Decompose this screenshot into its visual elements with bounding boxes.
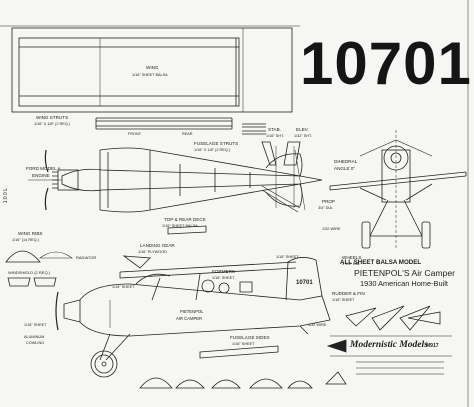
title-block [326,335,452,375]
prop-sub-label: 3/4" DIA. [318,206,334,210]
title-line-1: ALL SHEET BALSA MODEL [340,259,422,266]
cowling-label: COWLING [26,341,45,345]
side-registration: 10701 [296,280,313,286]
fuselage-struts-label: FUSELAGE STRUTS [194,141,239,146]
elev-label: ELEV. [296,127,309,132]
registration-number: 10701 [300,30,472,97]
fuselage-struts-sub-label: 1/16" X 1/8" (2 REQ.) [194,148,231,152]
propeller-top-view [44,149,49,211]
front-label: FRONT [128,132,142,136]
engine-label: ENGINE [32,173,50,178]
stab-label: STAB. [268,127,281,132]
formers-label: FORMERS [212,269,235,274]
pietenpol-side-label: PIETENPOL [180,309,204,314]
fuselage-sides-sub-label: 1/16" SHEET [232,342,255,346]
landing-gear-label: LANDING GEAR [140,243,175,248]
stabilizer-elevator [261,141,301,213]
front-view [329,130,467,250]
landing-gear-sub-label: 1/16" PLYWOOD [138,250,167,254]
small-sheet-label: 1/16" SHEET [24,323,47,327]
prop-label: PROP [322,199,336,204]
brand-name: Modernistic Models [350,340,428,350]
rear-label: REAR [182,132,193,136]
top-deck-sub-label: 1/16" SHEET BALSA [162,224,198,228]
rudder-fin-label: RUDDER & FIN [332,291,365,296]
side-view [55,257,331,378]
elev-sub-label: 1/32" SHT. [294,134,313,138]
wing-struts [95,117,233,130]
wire2-label: 1/32 WIRE [308,323,327,327]
aluminum-label: ALUMINUM [24,335,45,339]
title-line-2: PIETENPOL'S Air Camper [354,268,455,278]
parts-cutouts [5,225,441,389]
wing-ribs-label: WING RIBS [18,231,43,236]
fuselage-top-view [28,147,323,213]
radiator-label: RADIATOR [76,255,97,260]
dihedral-label: DIHEDRAL [334,159,358,164]
stab-sub-label: 1/16" SHT. [266,134,285,138]
windshield-label: WINDSHIELD (2 REQ.) [8,270,51,275]
wing-ribs-sub-label: 1/16" (14 REQ.) [12,238,39,242]
wheels-label: WHEELS [342,255,362,260]
angle-label: ANGLE 0° [334,166,356,171]
wing-outline [11,27,293,113]
wing-inner-outline [18,37,240,107]
tail-sheet-label: 1/16" SHEET [276,255,299,259]
air-camper-side-label: AIR CAMPER [176,316,203,321]
top-deck-label: TOP & REAR DECK [164,217,206,222]
wing-struts-sub-label: 1/16" X 1/8" (2 REQ.) [34,122,71,126]
left-margin-text: 1:0 0 L [3,188,9,204]
wing-struts-label: WING STRUTS [36,115,69,120]
formers-sub-label: 1/16" SHEET [212,276,235,280]
title-line-3: 1930 American Home-Built [360,279,448,288]
wire-label: 1/32 WIRE [322,227,341,231]
wheels-sub-label: 1 1/4" DIA. [342,262,361,266]
fuselage-struts [242,123,266,135]
rudder-fin-sub-label: 1/16" SHEET [332,298,355,302]
fuselage-sheet-label: 1/16" SHEET [112,285,135,289]
plan-number: M917 [426,343,439,349]
fuselage-sides-label: FUSELAGE SIDES [230,335,270,340]
wing-sub-label: 1/16" SHEET BALSA [132,73,168,77]
ford-model-label: FORD MODEL A [26,166,61,171]
wing-label: WING [146,65,159,70]
